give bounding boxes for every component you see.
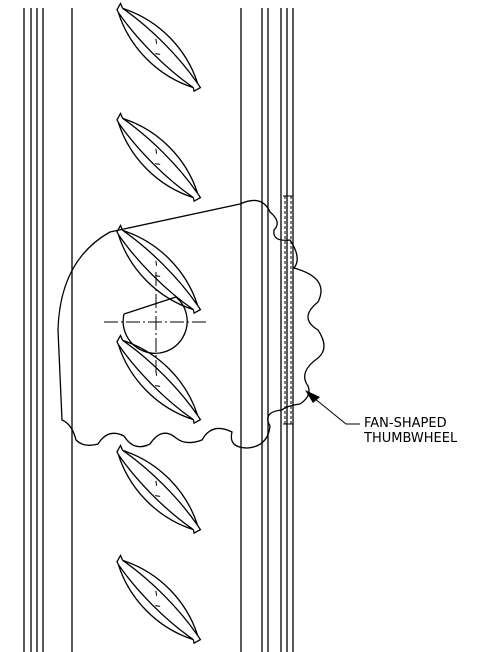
slot-1 [105, 0, 211, 101]
callout-line-1: FAN-SHAPED [364, 416, 447, 431]
slot-shape-icon [105, 0, 211, 101]
slot-shape-icon [105, 105, 211, 211]
slot-5 [105, 437, 211, 543]
slot-4 [105, 327, 211, 433]
hub [104, 272, 208, 372]
callout-label: FAN-SHAPED THUMBWHEEL [364, 416, 457, 446]
slot-shape-icon [105, 547, 211, 652]
thumbwheel-outline [57, 199, 325, 449]
callout-leader [305, 390, 360, 425]
slot-shape-icon [105, 327, 211, 433]
slot-shape-icon [105, 437, 211, 543]
arrowhead-icon [305, 390, 320, 403]
slot-3 [105, 217, 211, 323]
callout-line-2: THUMBWHEEL [364, 431, 458, 446]
slot-6 [105, 547, 211, 652]
slot-shape-icon [105, 217, 211, 323]
right-rail [240, 8, 294, 652]
slot-2 [105, 105, 211, 211]
left-rail [23, 8, 73, 652]
